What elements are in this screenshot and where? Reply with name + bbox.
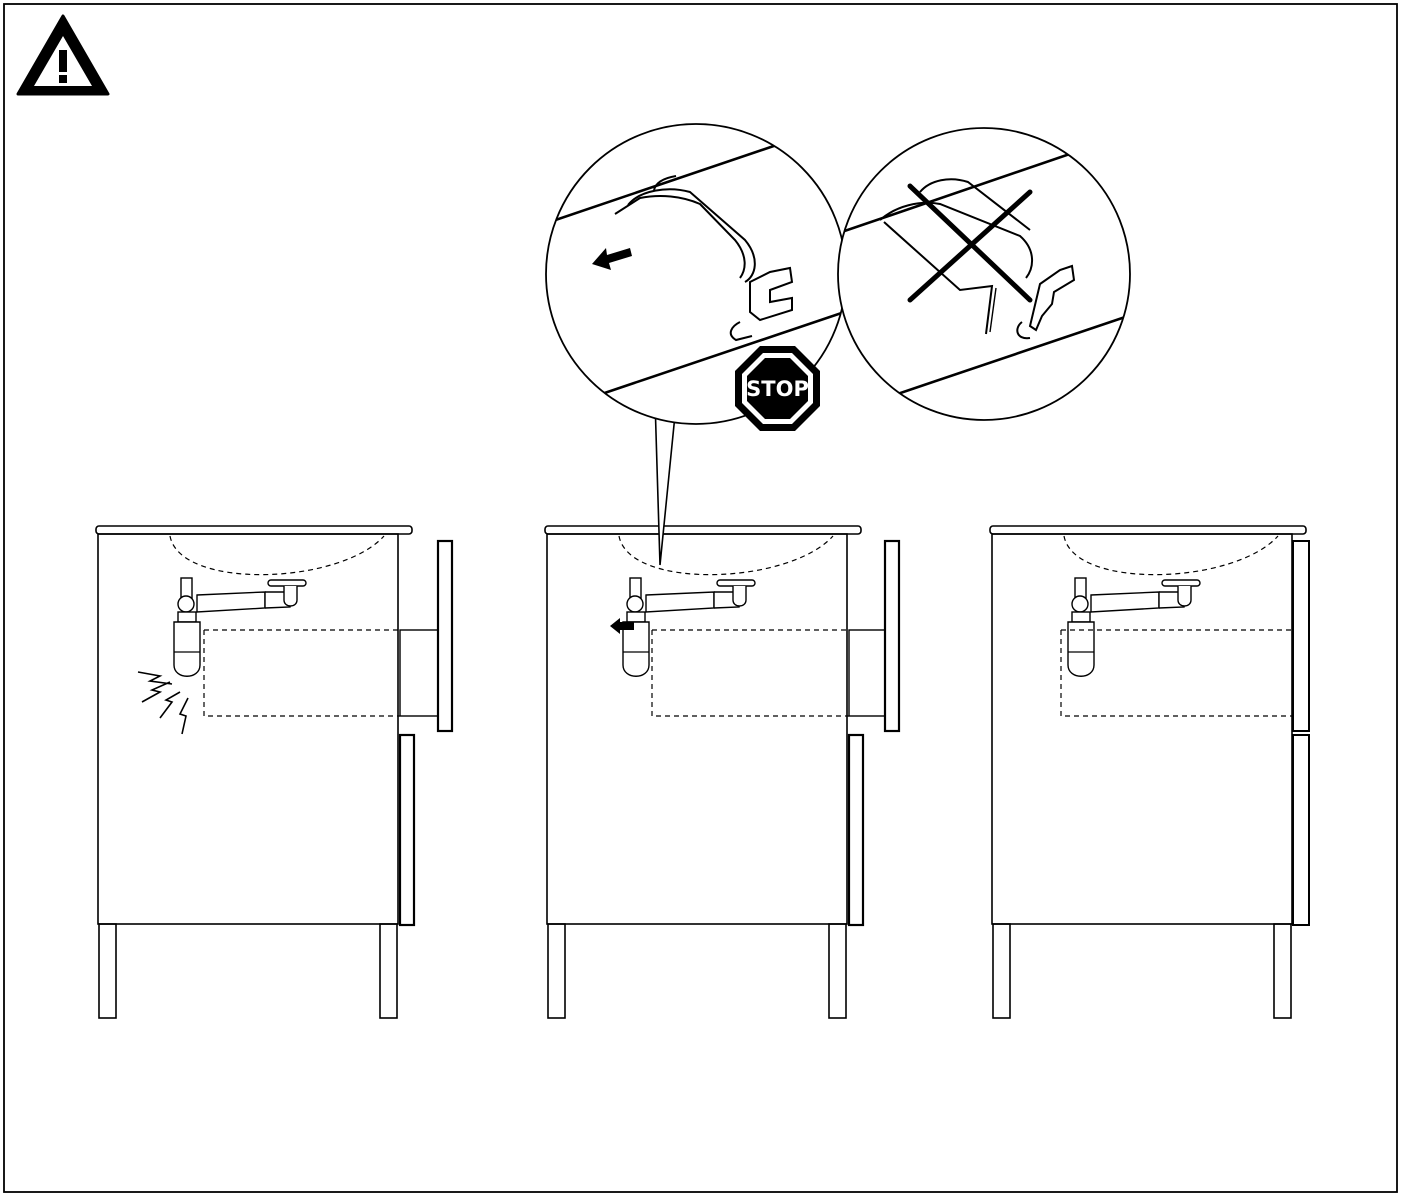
page-frame: [3, 3, 1398, 1193]
cabinet-panel-3: [989, 525, 1310, 1019]
left-arrow-icon: [610, 618, 634, 634]
left-arrow-icon: [592, 248, 632, 270]
stop-sign-label: STOP: [746, 377, 809, 401]
cabinet-panel-1: [95, 525, 454, 1019]
cross-mark-icon: [907, 183, 1033, 303]
impact-lines-icon: [137, 671, 189, 735]
stop-sign-icon: STOP: [735, 346, 820, 431]
detail-callout-correct: [545, 123, 847, 566]
detail-callout-wrong: [837, 127, 1131, 421]
cabinet-panel-2: [544, 525, 901, 1019]
warning-triangle-icon: [16, 14, 110, 96]
